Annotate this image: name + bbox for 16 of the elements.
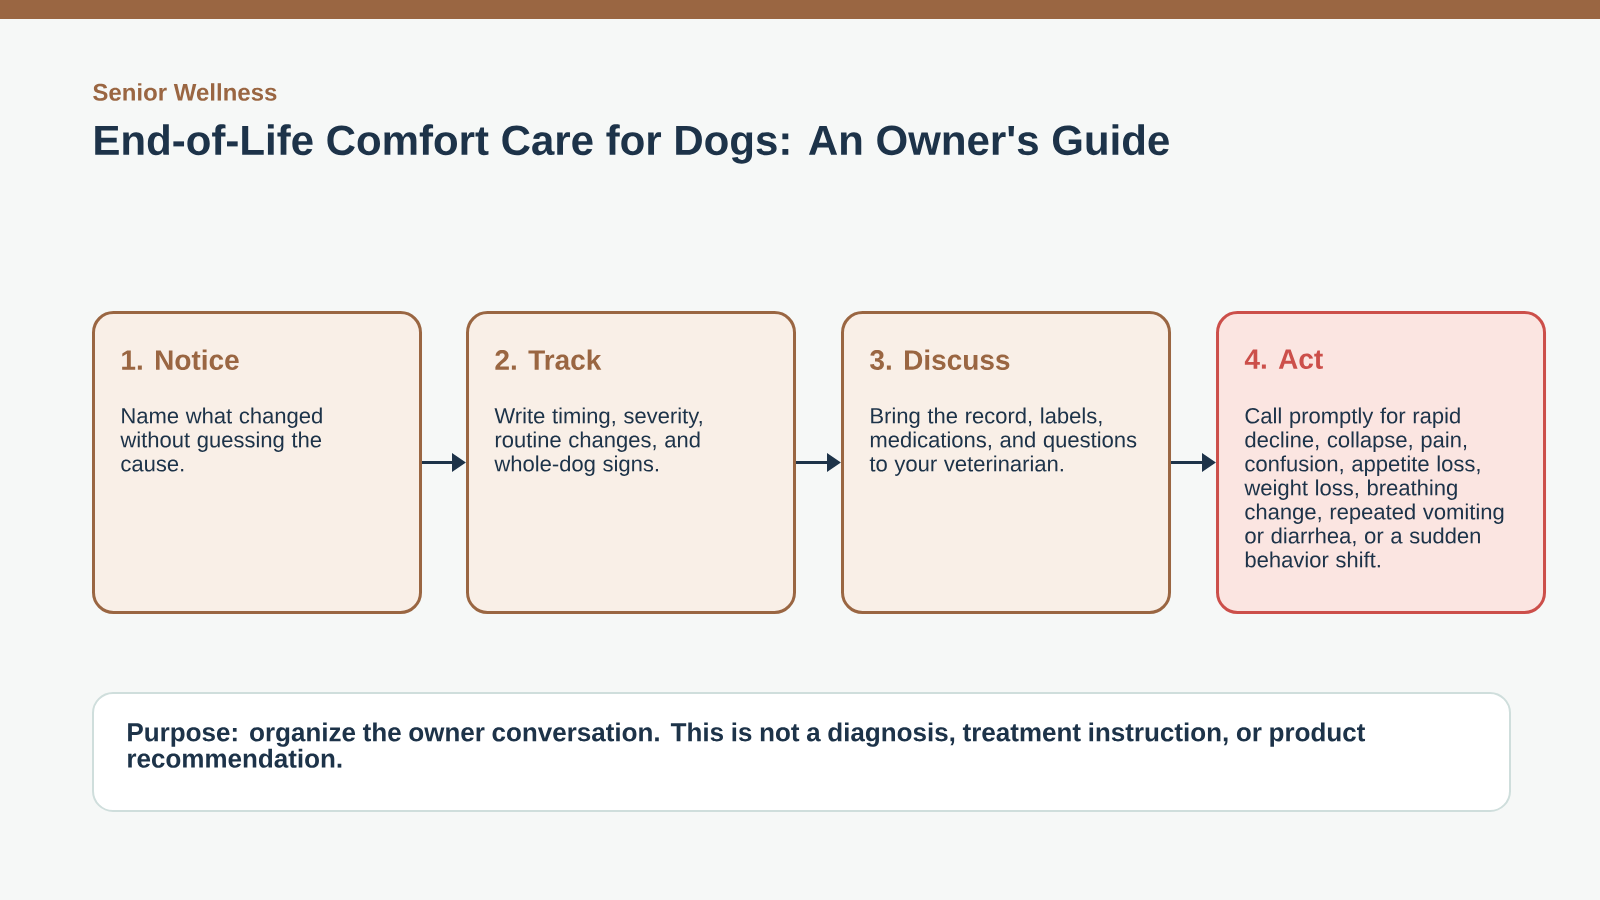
step-heading: 2. Track — [495, 349, 602, 370]
step-card — [841, 311, 1171, 614]
step-description: Bring the record, labels, medications, and questions to your veterinarian. — [869, 407, 1137, 476]
step-heading: 4. Act — [1244, 349, 1323, 369]
step-card — [1216, 311, 1546, 614]
section-label: Senior Wellness — [93, 83, 277, 101]
step-card — [466, 311, 796, 614]
title: End-of-Life Comfort Care for Dogs: An Owner's Guide — [95, 124, 1169, 164]
step-heading: 3. Discuss — [870, 349, 1010, 370]
note-box — [92, 692, 1511, 812]
step-heading: 1. Notice — [122, 349, 239, 370]
step-description: Call promptly for rapid decline, collapse, pain, confusion, appetite loss, weight loss, breathing change, repeated vomiting or diarrhea, or a sudden behavior shift. — [1244, 407, 1504, 568]
step-description: Name what changed without guessing the cause. — [120, 407, 322, 472]
step-description: Write timing, severity, routine changes, and whole-dog signs. — [494, 407, 702, 476]
step-card — [92, 311, 422, 614]
note-text: Purpose: organize the owner conversation. This is not a diagnosis, treatment instruction, or product recommendation. — [128, 722, 1366, 768]
